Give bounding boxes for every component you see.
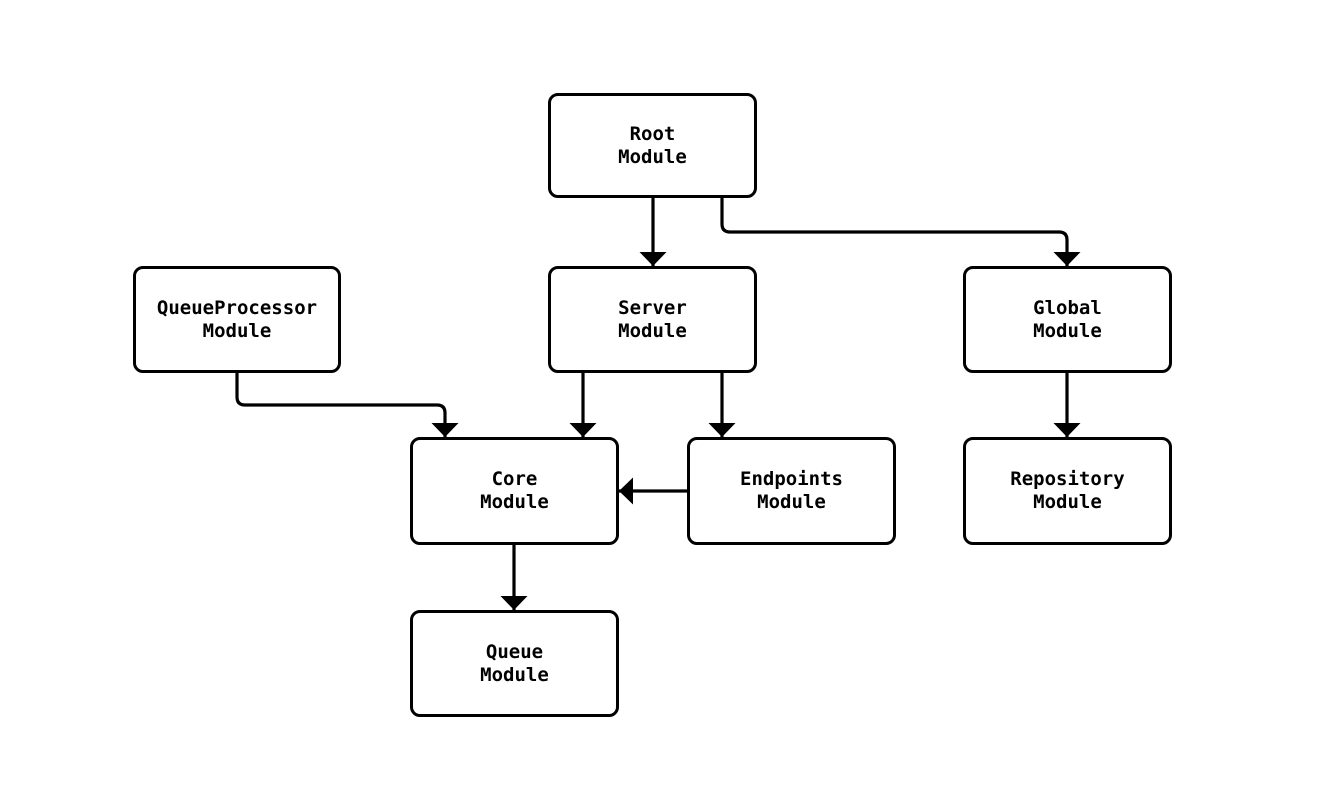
node-label-line: Core xyxy=(491,468,538,490)
node-label-line: Endpoints xyxy=(740,468,843,490)
node-label-line: Module xyxy=(1033,319,1102,342)
node-label-line: Global xyxy=(1033,296,1102,319)
node-label-line: Module xyxy=(480,491,549,513)
node-label-line: Module xyxy=(618,319,687,342)
node-label-line: Module xyxy=(480,663,549,686)
edge-root-module-to-global-module xyxy=(720,198,1081,266)
node-label-line: Root xyxy=(629,122,676,145)
node-label-line: Module xyxy=(618,145,687,168)
node-label-line: Module xyxy=(757,491,826,513)
node-label-line: Queue xyxy=(485,640,544,663)
edge-queueprocessor-module-to-core-module xyxy=(235,373,459,437)
node-label-line: Module xyxy=(202,319,272,342)
node-label-line: Repository xyxy=(1010,468,1125,490)
edge-group xyxy=(235,198,1081,610)
node-label-line: Server xyxy=(618,296,687,319)
node-label-line: Module xyxy=(1033,491,1102,513)
node-label-line: QueueProcessor xyxy=(156,296,318,319)
